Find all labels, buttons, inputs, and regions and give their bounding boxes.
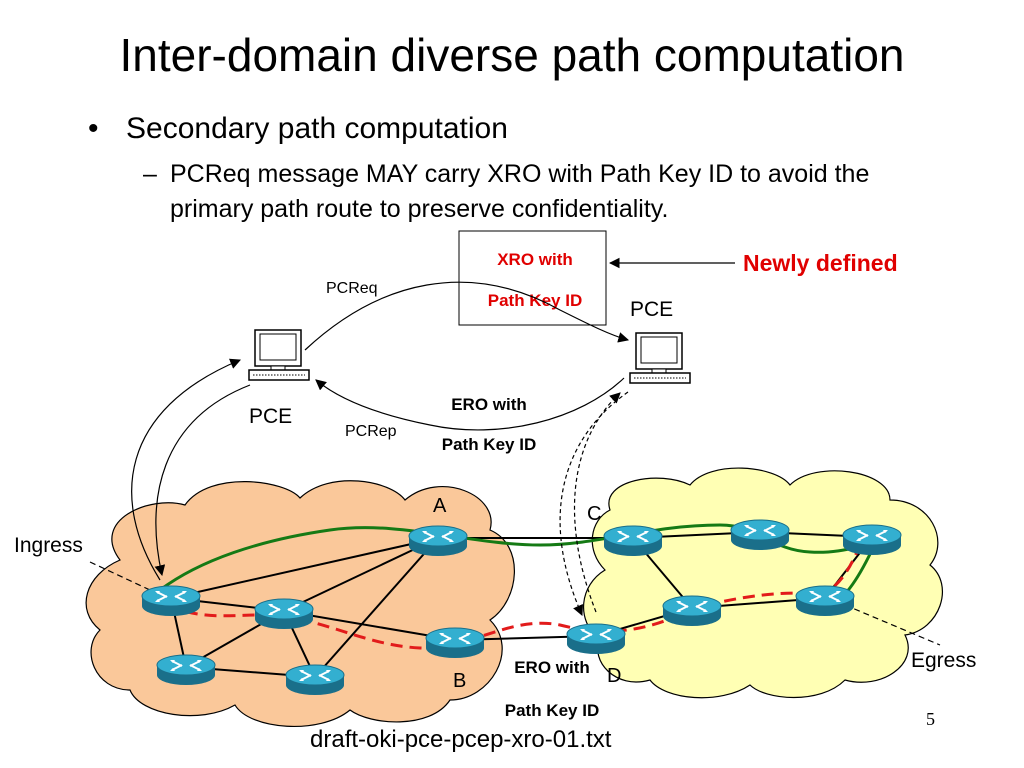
sub-bullet-marker: – — [143, 160, 157, 188]
pce-right-label: PCE — [630, 298, 673, 321]
ero-lower-line2: Path Key ID — [505, 701, 599, 720]
node-d-label: D — [607, 665, 621, 687]
router-d-icon — [566, 623, 626, 655]
slide-title: Inter-domain diverse path computation — [119, 29, 905, 81]
sub-bullet-text: PCReq message MAY carry XRO with Path Ke… — [170, 160, 870, 223]
xro-box — [458, 230, 607, 326]
ero-upper-line2: Path Key ID — [442, 435, 536, 454]
router-icon — [156, 654, 216, 686]
ingress-label: Ingress — [14, 534, 83, 557]
egress-label: Egress — [911, 649, 976, 672]
pcrep-arrow — [315, 377, 625, 431]
sub-bullet-pcreq: – PCReq message MAY carry XRO with Path … — [143, 157, 933, 227]
pce-to-ingress-arrow — [154, 384, 251, 577]
ingress-to-pce-arrow — [131, 358, 241, 581]
router-a-icon — [408, 525, 468, 557]
router-b-icon — [425, 627, 485, 659]
bullet-text: Secondary path computation — [126, 112, 508, 145]
pce-right-computer-icon — [629, 332, 691, 384]
domain-cloud-right — [583, 467, 943, 699]
pcrep-label: PCRep — [345, 423, 397, 440]
bullet-secondary-path: • Secondary path computation — [88, 112, 508, 146]
node-c-label: C — [587, 503, 601, 525]
pcreq-arrow — [304, 281, 630, 351]
pcreq-label: PCReq — [326, 280, 378, 297]
egress-line — [844, 604, 941, 646]
router-c-icon — [603, 525, 663, 557]
node-a-label: A — [433, 495, 447, 517]
d-to-pce-right-arrow — [573, 392, 621, 613]
footer-filename: draft-oki-pce-pcep-xro-01.txt — [310, 726, 612, 753]
xro-box-line1: XRO with — [497, 250, 573, 269]
ingress-line — [89, 561, 151, 591]
newly-defined-label: Newly defined — [743, 250, 898, 276]
xro-box-line2: Path Key ID — [488, 291, 582, 310]
router-icon — [254, 598, 314, 630]
pce-left-label: PCE — [249, 405, 292, 428]
node-b-label: B — [453, 670, 466, 692]
ero-lower-line1: ERO with — [514, 658, 590, 677]
bullet-marker: • — [88, 112, 99, 145]
router-icon — [662, 595, 722, 627]
page-number: 5 — [926, 709, 935, 729]
pce-right-to-d-arrow — [559, 391, 629, 616]
router-ingress-icon — [141, 585, 201, 617]
router-icon — [730, 519, 790, 551]
pce-left-computer-icon — [248, 329, 310, 381]
router-icon — [285, 664, 345, 696]
router-icon — [842, 524, 902, 556]
ero-upper-line1: ERO with — [451, 395, 527, 414]
router-egress-icon — [795, 585, 855, 617]
